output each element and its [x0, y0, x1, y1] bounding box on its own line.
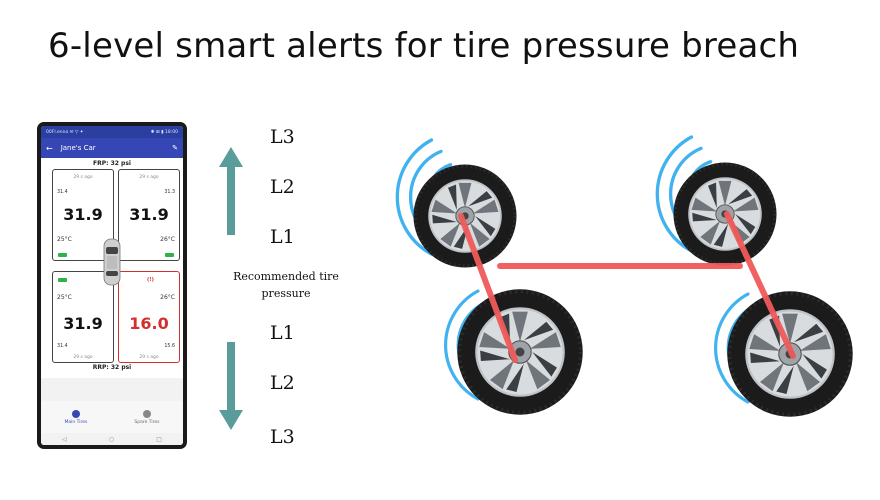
- tile-sub-value: 15.6: [164, 344, 175, 349]
- level-up-3: L3: [270, 126, 295, 148]
- page-title: 6-level smart alerts for tire pressure b…: [48, 26, 800, 66]
- warning-icon: (!): [147, 277, 154, 283]
- arrow-up-icon: [219, 147, 243, 235]
- tire-tile-front-left[interactable]: 29 s ago 31.4 31.9 25°C: [52, 169, 114, 261]
- level-up-1: L1: [270, 226, 295, 248]
- status-ok-indicator: [58, 253, 67, 257]
- phone-screen: 00Fl.enno ✉ ▽ ✦ ✱ ⊞ ▮ 18:00 ← Jane's Car…: [41, 126, 183, 445]
- tile-updated: 29 s ago: [139, 175, 159, 180]
- tile-updated: 29 s ago: [73, 355, 93, 360]
- wheel-rear-left: [455, 287, 585, 417]
- rear-pressure-label: RRP: 32 psi: [92, 364, 132, 371]
- app-bar: ← Jane's Car ✎: [41, 138, 183, 158]
- tile-pressure: 16.0: [129, 314, 169, 333]
- tire-tile-front-right[interactable]: 29 s ago 31.3 31.9 26°C: [118, 169, 180, 261]
- tile-temperature: 26°C: [160, 294, 175, 301]
- tile-sub-value: 31.4: [57, 344, 68, 349]
- spare-tire-icon: [142, 409, 151, 418]
- status-ok-indicator: [165, 253, 174, 257]
- tile-sub-value: 31.3: [164, 190, 175, 195]
- nav-spare-label: Spare Tires: [134, 419, 160, 425]
- tire-dashboard: FRP: 32 psi 29 s ago 31.4 31.9 25°C 29 s…: [41, 158, 183, 378]
- tile-pressure: 31.9: [63, 314, 103, 333]
- wheels-illustration: [395, 135, 855, 419]
- level-down-3: L3: [270, 426, 295, 448]
- tile-sub-value: 31.4: [57, 190, 68, 195]
- system-back-icon[interactable]: ◁: [62, 435, 67, 443]
- sensor-link-lines: [458, 211, 796, 363]
- recommended-pressure-label: Recommended tire pressure: [233, 270, 339, 300]
- nav-main-label: Main Tires: [64, 419, 88, 425]
- edit-icon[interactable]: ✎: [172, 144, 178, 152]
- status-ok-indicator: [58, 278, 67, 282]
- level-up-2: L2: [270, 176, 295, 198]
- tile-temperature: 26°C: [160, 236, 175, 243]
- system-home-icon[interactable]: ○: [108, 435, 115, 443]
- tile-pressure: 31.9: [129, 205, 169, 224]
- back-arrow-icon[interactable]: ←: [46, 143, 53, 153]
- nav-spare-tires[interactable]: Spare Tires: [134, 409, 160, 425]
- level-down-2: L2: [270, 372, 295, 394]
- bottom-navigation: Main Tires Spare Tires: [41, 401, 183, 433]
- wheel-front-left: [412, 163, 518, 269]
- tire-icon: [71, 409, 80, 418]
- level-down-1: L1: [270, 322, 295, 344]
- front-pressure-label: FRP: 32 psi: [93, 160, 131, 167]
- app-title: Jane's Car: [60, 144, 96, 152]
- tile-pressure: 31.9: [63, 205, 103, 224]
- system-recent-icon[interactable]: □: [156, 435, 162, 443]
- system-navigation: ◁ ○ □: [41, 433, 183, 445]
- tile-updated: 29 s ago: [139, 355, 159, 360]
- tire-tile-rear-left[interactable]: 25°C 31.9 31.4 29 s ago: [52, 271, 114, 363]
- status-right: ✱ ⊞ ▮ 18:00: [150, 129, 178, 135]
- tile-updated: 29 s ago: [73, 175, 93, 180]
- tile-temperature: 25°C: [57, 294, 72, 301]
- nav-main-tires[interactable]: Main Tires: [64, 409, 88, 425]
- tire-tile-rear-right[interactable]: (!) 26°C 16.0 15.6 29 s ago: [118, 271, 180, 363]
- tile-temperature: 25°C: [57, 236, 72, 243]
- phone-mockup: 00Fl.enno ✉ ▽ ✦ ✱ ⊞ ▮ 18:00 ← Jane's Car…: [37, 122, 187, 449]
- arrow-down-icon: [219, 342, 243, 430]
- status-bar: 00Fl.enno ✉ ▽ ✦ ✱ ⊞ ▮ 18:00: [41, 126, 183, 138]
- car-top-view-icon: [103, 238, 121, 286]
- status-left: 00Fl.enno ✉ ▽ ✦: [46, 129, 84, 135]
